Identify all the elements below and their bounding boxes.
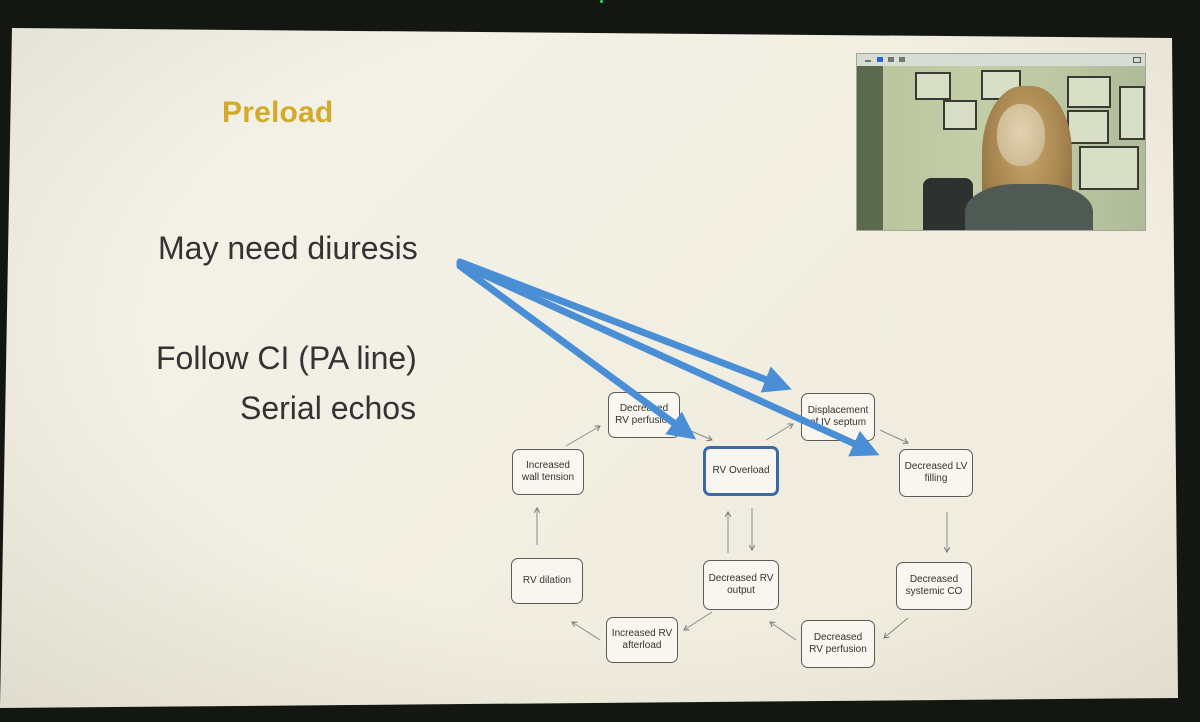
node-increased-wall-tension: Increased wall tension: [512, 449, 584, 495]
speaker-view-icon[interactable]: [877, 57, 883, 62]
wall-frame: [943, 100, 977, 130]
arrow-septum-to-lvfilling: [879, 429, 908, 443]
wall-frame: [1067, 110, 1109, 144]
gallery-view-icon[interactable]: [888, 57, 894, 62]
office-chair: [923, 178, 973, 230]
node-decreased-lv-filling: Decreased LV filling: [899, 449, 973, 497]
slide-title: Preload: [222, 96, 334, 129]
minimize-icon[interactable]: [865, 60, 871, 62]
node-decreased-systemic-co: Decreased systemic CO: [896, 562, 972, 610]
monitor-power-light: [600, 0, 603, 3]
grid-view-icon[interactable]: [899, 57, 905, 62]
node-decreased-rv-perfusion-bottom: Decreased RV perfusion: [801, 620, 875, 668]
annotation-arrow-to-rv-overload: [456, 262, 697, 440]
annotation-arrow-to-displacement: [456, 258, 792, 393]
node-decreased-rv-output: Decreased RV output: [703, 560, 779, 610]
arrow-overload-to-septum: [765, 424, 793, 441]
node-rv-overload: RV Overload: [703, 446, 779, 496]
annotation-arrow-to-lv-filling: [456, 260, 880, 457]
participant-body: [965, 184, 1093, 230]
node-rv-dilation: RV dilation: [511, 558, 583, 604]
wall-frame: [1119, 86, 1145, 140]
arrow-perfusion-to-afterload: [770, 622, 797, 641]
wall-frame: [1067, 76, 1111, 108]
video-toolbar: [857, 54, 1145, 66]
arrow-walltension-to-perfusion: [565, 426, 600, 447]
arrow-systemicco-to-perfusion: [884, 617, 909, 638]
video-call-window[interactable]: [856, 53, 1146, 231]
bullet-serial-echos: Serial echos: [240, 390, 417, 426]
bullet-follow-ci: Follow CI (PA line): [156, 340, 417, 376]
node-increased-rv-afterload: Increased RV afterload: [606, 617, 678, 663]
bullet-may-need-diuresis: May need diuresis: [158, 230, 418, 266]
participant-face: [997, 104, 1045, 166]
arrow-afterload-to-dilation: [572, 622, 601, 641]
exit-fullscreen-icon[interactable]: [1133, 57, 1141, 63]
door-frame: [857, 66, 883, 230]
arrow-output-to-afterload: [684, 611, 713, 630]
wall-frame: [915, 72, 951, 100]
wall-frame: [1079, 146, 1139, 190]
participant-video: [857, 66, 1145, 230]
